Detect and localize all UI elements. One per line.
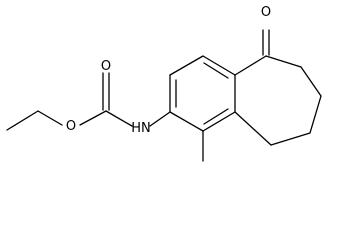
bond-methyl-ethyl [6, 110, 39, 131]
chemical-structure-diagram: O O HN O [6, 5, 322, 162]
bond-ring-c9a-c1 [202, 111, 236, 132]
bond-nitrogen-ring [149, 111, 171, 127]
bond-ethyl-ester-oxygen [37, 110, 63, 126]
cycloheptanone-bonds [234, 29, 322, 146]
bond-c8-c9 [270, 132, 311, 146]
benzene-ring-bonds [169, 55, 236, 132]
bond-ring-c1-c2 [169, 111, 204, 132]
bond-c4a-c5 [234, 55, 267, 76]
ketone-oxygen-label: O [261, 5, 271, 20]
bond-carbonyl-nitrogen [105, 110, 133, 127]
ethyl-carbamate-bonds [6, 72, 171, 131]
carbonyl-oxygen-label: O [101, 59, 111, 74]
amide-nitrogen-label: HN [131, 121, 151, 136]
bond-ring-inner-c4-c4a [203, 62, 229, 79]
bond-c5-c6 [265, 55, 302, 68]
bond-ring-inner-c9a-c1 [203, 108, 229, 125]
bond-ring-c3-c4 [169, 55, 204, 76]
bond-c6-c7 [300, 66, 322, 97]
bond-ring-c4-c4a [202, 55, 236, 76]
ester-oxygen-label: O [66, 119, 76, 134]
bond-c7-c8 [309, 95, 322, 134]
bond-ester-oxygen-carbonyl [79, 110, 107, 126]
bond-c9-c9a [234, 111, 272, 146]
